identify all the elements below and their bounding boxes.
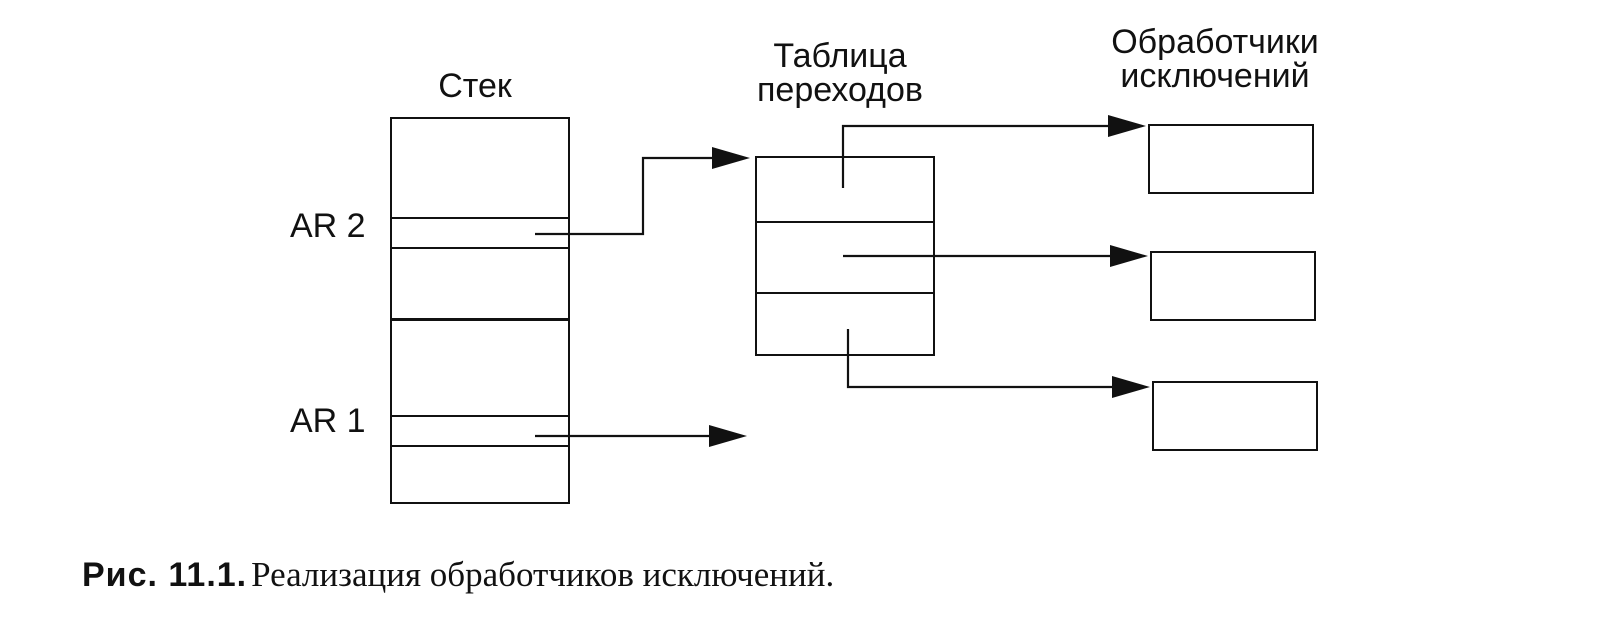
row1-to-handler1-arrow (841, 124, 1114, 188)
arrowhead (1108, 115, 1146, 137)
handler-box-3 (1152, 381, 1318, 451)
ar1-record (390, 415, 570, 447)
jump-table-title-line1: Таблица (773, 37, 907, 75)
arrowhead (712, 147, 750, 169)
stack-box (390, 117, 570, 504)
ar2-record (390, 217, 570, 249)
caption-text: Реализация обработчиков исключений. (251, 555, 835, 594)
arrowhead (1110, 245, 1148, 267)
handler-box-1 (1148, 124, 1314, 194)
figure-caption: Рис. 11.1. Реализация обработчиков исклю… (82, 555, 834, 595)
row3-to-handler3-arrow (846, 329, 1118, 389)
jump-table-row-divider-2 (755, 292, 935, 294)
activation-record-divider (390, 318, 570, 321)
handlers-title-line2: исключений (1120, 57, 1310, 95)
handlers-title-line1: Обработчики (1111, 23, 1319, 61)
arrowhead (709, 425, 747, 447)
stack-title: Стек (438, 67, 512, 105)
ar2-label: AR 2 (290, 207, 366, 245)
arrowhead (1112, 376, 1150, 398)
jump-table-row-divider-1 (755, 221, 935, 223)
ar1-label: AR 1 (290, 402, 366, 440)
jump-table-title-line2: переходов (757, 71, 923, 109)
ar2-to-jump-table-arrow (535, 156, 718, 236)
handler-box-2 (1150, 251, 1316, 321)
caption-number: Рис. 11.1. (82, 556, 248, 594)
